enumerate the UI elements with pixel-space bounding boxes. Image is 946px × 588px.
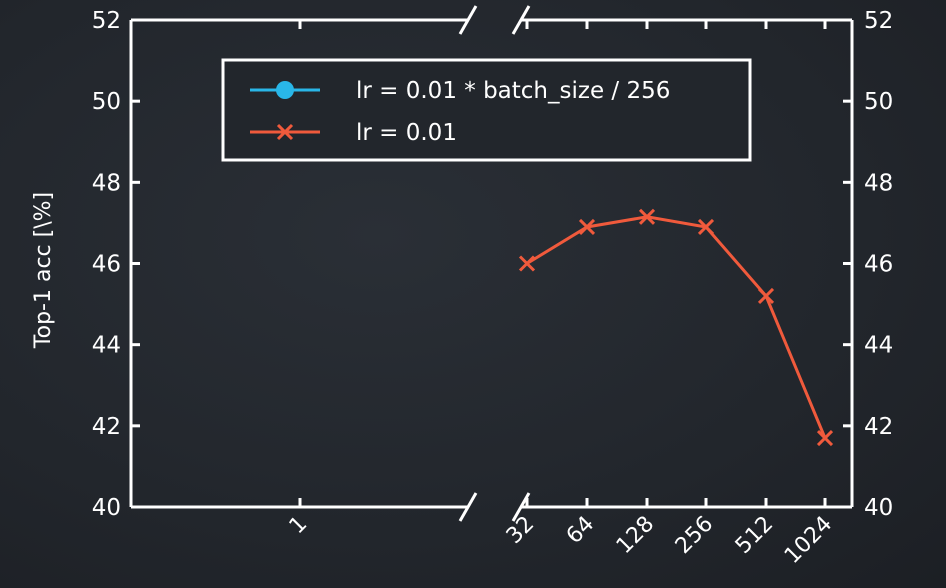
data-point	[518, 255, 536, 272]
x-tick-label: 128	[612, 512, 659, 559]
y-tick-label-right: 50	[864, 89, 893, 115]
x-tick-label: 1024	[780, 512, 837, 569]
y-axis-right: 40 42 44 46 48 50 52	[843, 8, 893, 521]
y-tick-label-left: 40	[92, 495, 121, 521]
y-tick-label-right: 52	[864, 8, 893, 34]
data-point	[638, 208, 656, 225]
legend-label: lr = 0.01 * batch_size / 256	[356, 78, 670, 104]
axis-break-top-right	[511, 5, 531, 35]
y-axis-left: 40 42 44 46 48 50 52	[92, 8, 140, 521]
data-point-stroke	[697, 218, 715, 236]
legend-marker-circle	[276, 81, 294, 99]
x-tick-label: 256	[671, 512, 718, 559]
x-tick-label: 512	[731, 512, 778, 559]
series-layer	[518, 208, 834, 447]
legend-box	[221, 58, 752, 162]
data-point	[757, 287, 775, 305]
data-point-stroke	[578, 218, 596, 236]
series-line	[526, 215, 827, 439]
legend: lr = 0.01 * batch_size / 256 lr = 0.01	[221, 58, 752, 162]
data-point	[578, 218, 596, 236]
y-tick-label-right: 40	[864, 495, 893, 521]
legend-label: lr = 0.01	[356, 120, 457, 146]
y-tick-label-right: 48	[864, 170, 893, 196]
y-tick-label-left: 50	[92, 89, 121, 115]
x-tick-label: 1	[285, 512, 313, 540]
y-tick-label-left: 46	[92, 252, 121, 278]
y-tick-label-left: 48	[92, 170, 121, 196]
data-point-stroke	[518, 255, 536, 272]
data-point	[816, 429, 834, 447]
legend-marker-x	[276, 123, 294, 141]
y-tick-label-right: 46	[864, 252, 893, 278]
axis-break-top-left	[458, 5, 478, 35]
data-point-stroke	[816, 429, 834, 447]
data-point-stroke	[638, 208, 656, 225]
axis-break-bottom-left	[458, 492, 478, 522]
y-axis-label: Top-1 acc [\%]	[31, 192, 56, 349]
data-point-stroke	[757, 287, 775, 305]
x-tick-label: 64	[562, 512, 599, 549]
data-point	[697, 218, 715, 236]
x-tick-label: 32	[502, 512, 539, 549]
axis-break-bottom-right	[511, 492, 531, 522]
y-tick-label-right: 42	[864, 414, 893, 440]
y-tick-label-right: 44	[864, 333, 893, 359]
y-tick-label-left: 52	[92, 8, 121, 34]
y-tick-label-left: 42	[92, 414, 121, 440]
y-tick-label-left: 44	[92, 333, 121, 359]
